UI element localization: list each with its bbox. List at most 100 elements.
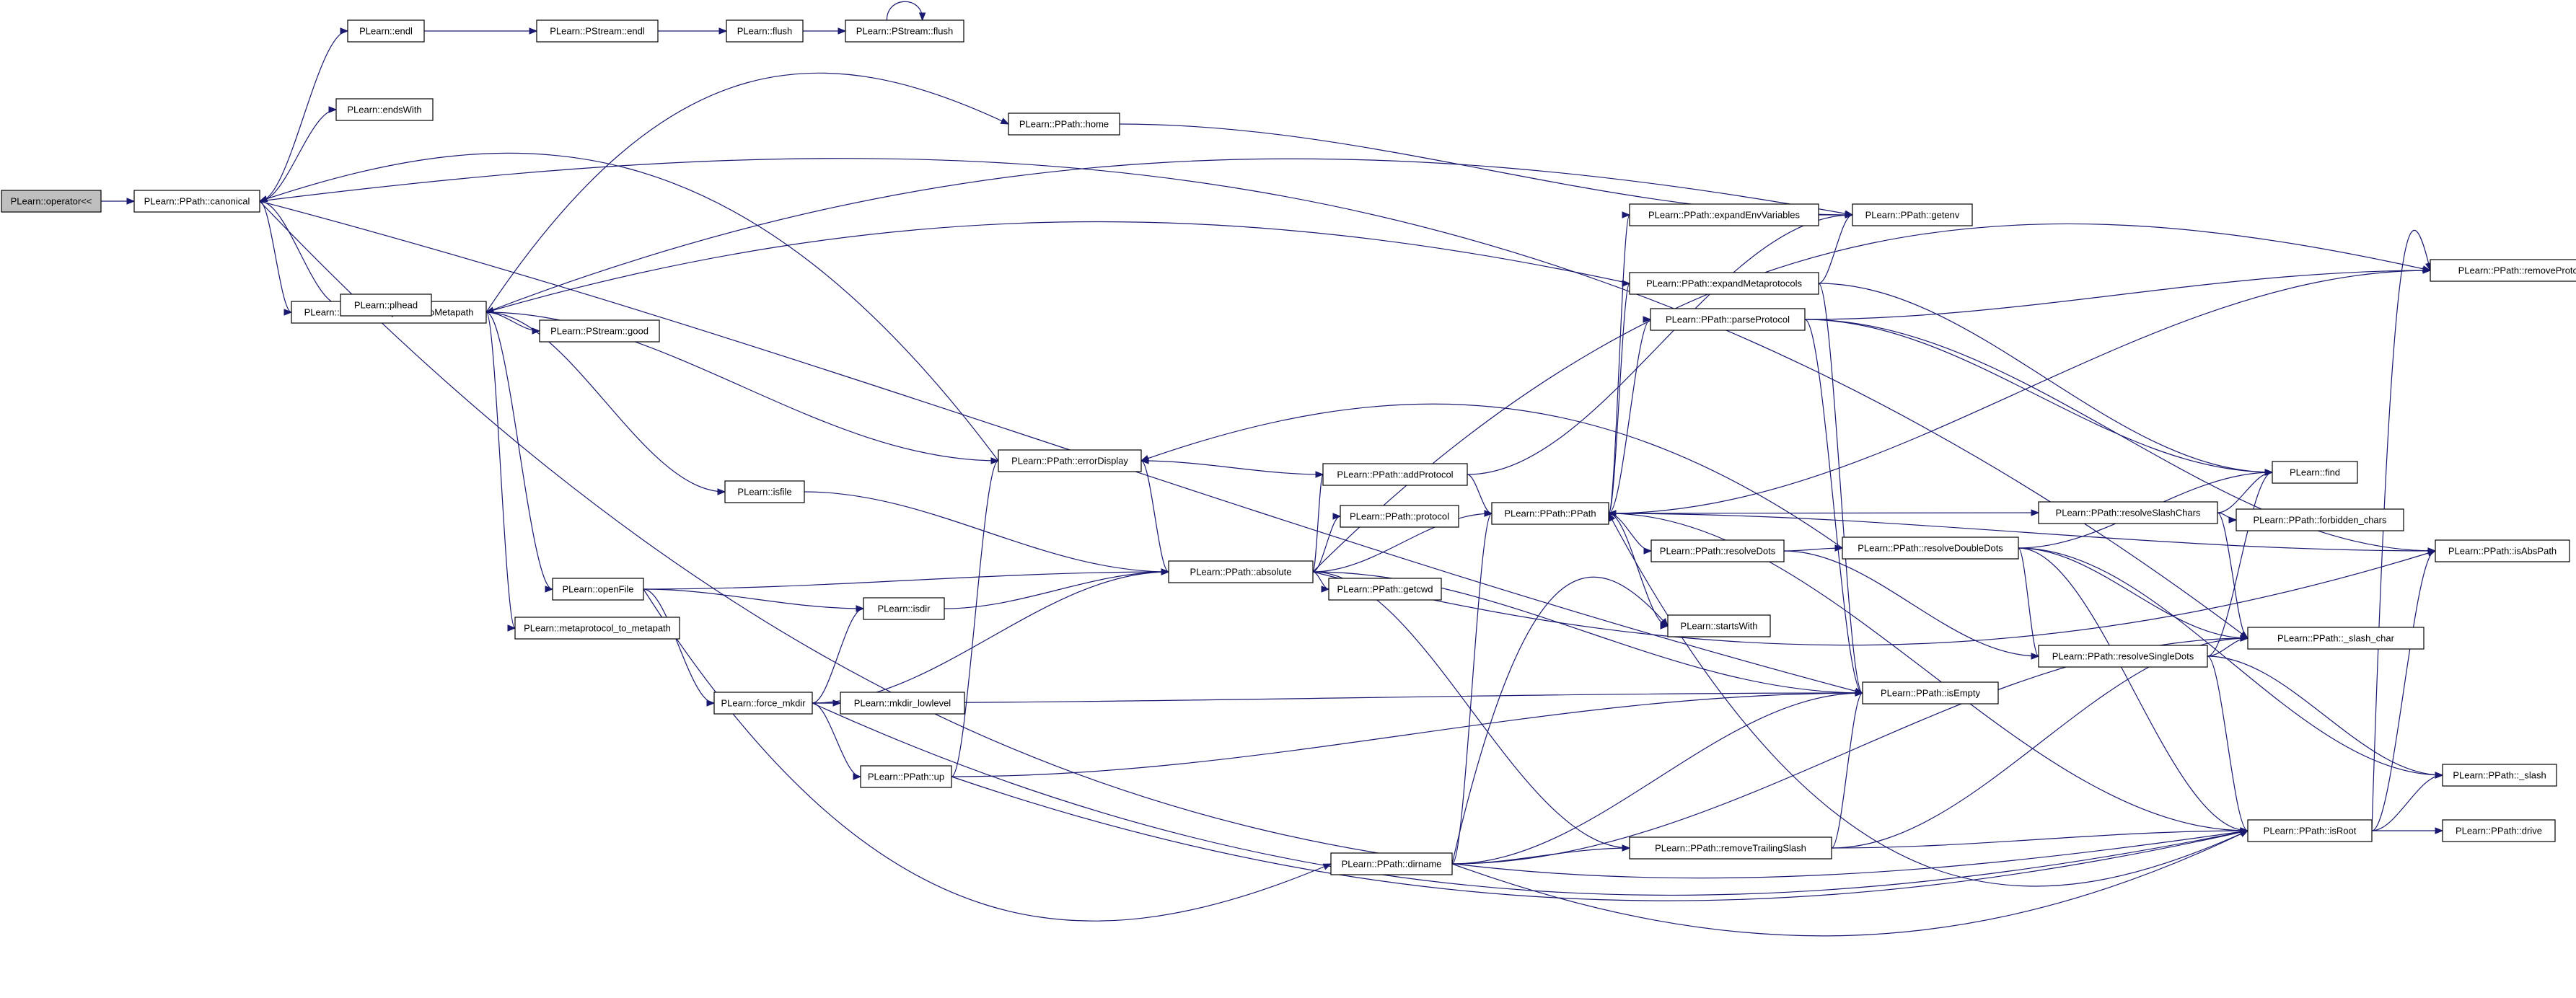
graph-node-isRoot[interactable]: PLearn::PPath::isRoot [2247, 819, 2373, 842]
graph-node-pflush[interactable]: PLearn::PStream::flush [845, 19, 964, 43]
node-box [347, 19, 425, 43]
node-label: PLearn::PPath::resolveDots [1660, 546, 1776, 557]
graph-node-resolveDots[interactable]: PLearn::PPath::resolveDots [1650, 539, 1785, 562]
graph-node-mp2mp[interactable]: PLearn::metaprotocol_to_metapath [514, 617, 680, 640]
graph-node-canonical[interactable]: PLearn::PPath::canonical [133, 190, 260, 213]
graph-node-isAbsPath[interactable]: PLearn::PPath::isAbsPath [2435, 539, 2570, 562]
graph-node-PPath[interactable]: PLearn::PPath::PPath [1491, 502, 1609, 525]
graph-node-mkdir_ll[interactable]: PLearn::mkdir_lowlevel [840, 692, 965, 715]
edge-expandMeta-to-getenv [1818, 211, 1854, 284]
graph-node-parseProtocol[interactable]: PLearn::PPath::parseProtocol [1650, 308, 1806, 331]
edge-line [1451, 692, 1863, 865]
node-label: PLearn::force_mkdir [721, 698, 806, 709]
node-label: PLearn::operator<< [11, 196, 92, 207]
node-label: PLearn::PPath::addProtocol [1337, 469, 1453, 480]
edge-line [1312, 223, 2431, 573]
node-label: PLearn::PPath::_slash_char [2277, 633, 2395, 644]
graph-node-resolveDouble[interactable]: PLearn::PPath::resolveDoubleDots [1842, 536, 2019, 560]
graph-node-protocol[interactable]: PLearn::PPath::protocol [1340, 505, 1459, 528]
graph-node-removeProtocol[interactable]: PLearn::PPath::removeProtocol [2430, 259, 2576, 282]
edge-addProtocol-to-getenv [1467, 211, 1854, 475]
node-box [1, 190, 102, 213]
edge-line [944, 571, 1169, 609]
node-box [2442, 764, 2557, 787]
graph-node-resolveSingle[interactable]: PLearn::PPath::resolveSingleDots [2038, 645, 2208, 668]
edge-line [1467, 474, 1493, 514]
edge-line [643, 588, 1332, 922]
graph-node-endl[interactable]: PLearn::endl [347, 19, 425, 43]
node-box [2236, 508, 2404, 531]
graph-node-plhead[interactable]: PLearn::plhead [340, 293, 432, 317]
node-box [1340, 505, 1459, 528]
edge-isRoot-to-slash [2371, 772, 2444, 831]
arrowhead [2228, 516, 2238, 524]
edge-line [485, 221, 1630, 313]
edge-line [951, 692, 1863, 777]
node-box [2247, 627, 2425, 650]
edge-canonical-to-plhead [259, 200, 342, 309]
graph-node-forbidden[interactable]: PLearn::PPath::forbidden_chars [2236, 508, 2404, 531]
node-box [539, 319, 660, 343]
graph-node-force_mkdir[interactable]: PLearn::force_mkdir [713, 692, 813, 715]
node-box [1322, 463, 1468, 486]
graph-node-home[interactable]: PLearn::PPath::home [1008, 112, 1120, 136]
graph-node-isEmpty[interactable]: PLearn::PPath::isEmpty [1862, 681, 1999, 705]
edge-line [1831, 637, 2248, 849]
graph-node-flush[interactable]: PLearn::flush [726, 19, 804, 43]
graph-node-getenv[interactable]: PLearn::PPath::getenv [1852, 203, 1973, 226]
graph-node-absolute[interactable]: PLearn::PPath::absolute [1168, 560, 1314, 583]
graph-node-drive[interactable]: PLearn::PPath::drive [2442, 819, 2556, 842]
arrowhead [507, 624, 516, 632]
graph-node-slash_char[interactable]: PLearn::PPath::_slash_char [2247, 627, 2425, 650]
edge-line [1119, 123, 1853, 216]
node-label: PLearn::PPath::drive [2456, 826, 2542, 836]
edge-line [1818, 283, 1863, 694]
node-label: PLearn::PPath::parseProtocol [1666, 314, 1790, 325]
arrowhead [283, 309, 293, 316]
edge-line [1467, 214, 1853, 475]
edge-m2m-to-isfile [485, 312, 726, 495]
edge-line [804, 491, 1169, 573]
node-label: PLearn::PPath::removeTrailingSlash [1655, 843, 1806, 854]
edge-flush-to-pflush [803, 27, 847, 35]
graph-node-errorDisplay[interactable]: PLearn::PPath::errorDisplay [998, 449, 1142, 472]
arrowhead [1607, 510, 1617, 517]
graph-node-expandMeta[interactable]: PLearn::PPath::expandMetaprotocols [1629, 272, 1819, 295]
arrowhead [706, 699, 716, 707]
node-label: PLearn::PPath::canonical [144, 196, 250, 207]
graph-node-isdir[interactable]: PLearn::isdir [863, 597, 945, 620]
graph-node-openFile[interactable]: PLearn::openFile [552, 578, 644, 601]
graph-node-getcwd[interactable]: PLearn::PPath::getcwd [1328, 578, 1442, 601]
graph-node-find[interactable]: PLearn::find [2272, 461, 2358, 484]
graph-node-op[interactable]: PLearn::operator<< [1, 190, 102, 213]
edge-resolveSlash-to-find [2217, 469, 2274, 513]
arrowhead [1484, 510, 1493, 517]
graph-node-slash[interactable]: PLearn::PPath::_slash [2442, 764, 2557, 787]
edge-line [886, 1, 923, 21]
graph-node-pendl[interactable]: PLearn::PStream::endl [536, 19, 659, 43]
graph-node-expandEnv[interactable]: PLearn::PPath::expandEnvVariables [1629, 203, 1819, 226]
node-label: PLearn::mkdir_lowlevel [854, 698, 951, 709]
arrowhead [529, 27, 538, 35]
graph-node-endsWith[interactable]: PLearn::endsWith [335, 98, 434, 121]
edge-expandMeta-to-find [1818, 283, 2274, 476]
call-graph-edges [101, 1, 2444, 937]
node-box [1842, 536, 2019, 560]
edge-up-to-isEmpty [951, 689, 1864, 777]
edge-addProtocol-to-PPath [1467, 474, 1493, 517]
graph-node-up[interactable]: PLearn::PPath::up [860, 765, 952, 788]
edge-line [1831, 830, 2248, 849]
graph-node-resolveSlash[interactable]: PLearn::PPath::resolveSlashChars [2038, 501, 2218, 524]
edge-absolute-to-addProtocol [1312, 471, 1324, 573]
graph-node-good[interactable]: PLearn::PStream::good [539, 319, 660, 343]
graph-node-startsWith[interactable]: PLearn::startsWith [1667, 614, 1771, 637]
node-box [1629, 836, 1832, 860]
edge-isAbsPath-to-PPath [1607, 510, 2436, 552]
edge-line [2018, 547, 2443, 776]
graph-node-removeTrailing[interactable]: PLearn::PPath::removeTrailingSlash [1629, 836, 1832, 860]
edge-line [2207, 655, 2443, 776]
graph-node-addProtocol[interactable]: PLearn::PPath::addProtocol [1322, 463, 1468, 486]
graph-node-dirname[interactable]: PLearn::PPath::dirname [1330, 852, 1453, 875]
graph-node-isfile[interactable]: PLearn::isfile [724, 480, 805, 503]
edge-line [1818, 214, 1853, 284]
